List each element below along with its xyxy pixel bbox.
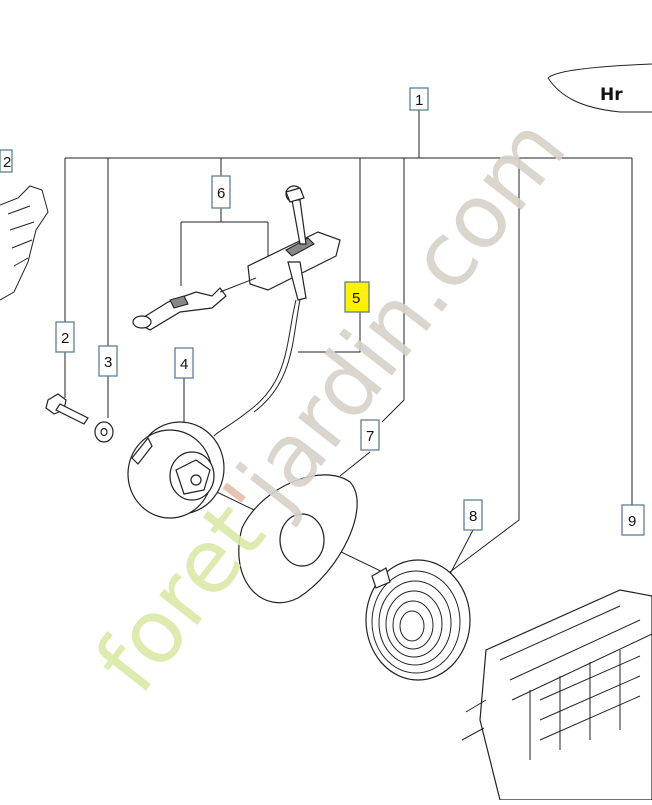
callout-2: 2 bbox=[55, 321, 75, 353]
callout-7: 7 bbox=[360, 419, 380, 451]
leader-lines bbox=[64, 110, 633, 591]
rope-pulley bbox=[127, 421, 225, 519]
callout-1: 1 bbox=[409, 87, 429, 111]
callout-9: 9 bbox=[621, 504, 645, 536]
callout-box-edge-2 bbox=[0, 149, 13, 173]
callout-label-edge-2: 2 bbox=[3, 154, 11, 171]
callout-8: 8 bbox=[463, 499, 483, 531]
watermark: foret'jardin.com bbox=[75, 98, 585, 711]
starter-housing bbox=[461, 589, 652, 801]
callout-label-6: 6 bbox=[217, 185, 225, 202]
callout-6: 6 bbox=[211, 175, 231, 209]
callout-label-8: 8 bbox=[469, 508, 477, 525]
callout-3: 3 bbox=[98, 345, 118, 377]
callout-label-7: 7 bbox=[366, 428, 374, 445]
engine-cover-outline bbox=[547, 63, 652, 113]
callout-label-3: 3 bbox=[104, 354, 112, 371]
starter-rope bbox=[213, 299, 301, 437]
callout-label-4: 4 bbox=[180, 356, 188, 373]
callout-label-1: 1 bbox=[415, 92, 423, 109]
callout-label-9: 9 bbox=[628, 513, 636, 530]
callout-label-5: 5 bbox=[352, 290, 360, 307]
washer bbox=[94, 421, 114, 443]
rope-handle-strap bbox=[132, 277, 257, 331]
starter-handle bbox=[247, 185, 341, 301]
screw bbox=[45, 393, 89, 425]
svg-text:foret'jardin.com: foret'jardin.com bbox=[75, 98, 585, 711]
watermark-grey-text: jardin.com bbox=[217, 98, 586, 529]
left-edge-part bbox=[0, 149, 49, 301]
callout-5: 5 bbox=[344, 281, 370, 313]
callout-4: 4 bbox=[174, 347, 194, 379]
recoil-spring bbox=[365, 559, 471, 681]
spring-cover-plate bbox=[238, 474, 358, 604]
callout-label-2: 2 bbox=[61, 330, 69, 347]
brand-mark: Hr bbox=[600, 85, 623, 105]
